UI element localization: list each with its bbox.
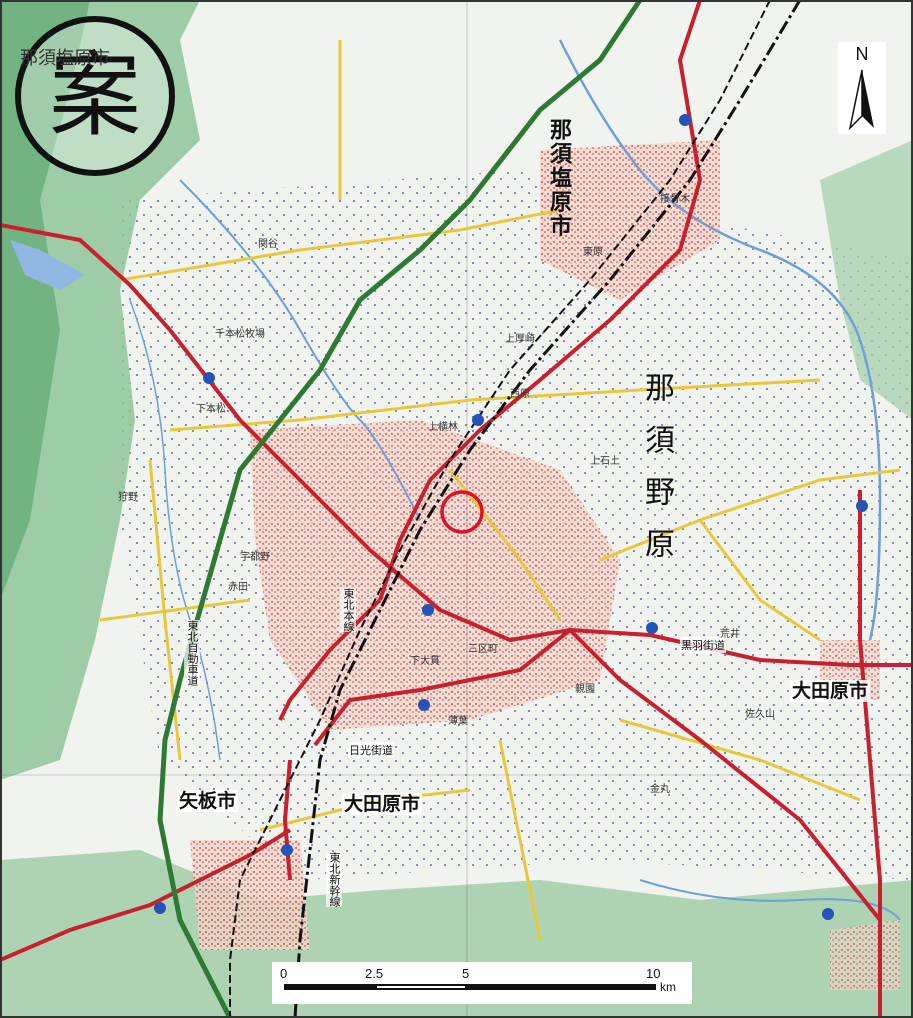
north-letter: N bbox=[855, 44, 869, 64]
draft-stamp-text: 案 bbox=[48, 42, 141, 149]
scale-bar-segment bbox=[377, 986, 465, 988]
place-label: 三区町 bbox=[468, 644, 498, 655]
shinkansen-line bbox=[293, 0, 802, 1018]
city-label-nasushiobara-corner: 那須塩原市 bbox=[20, 48, 110, 69]
prefectural-roads bbox=[99, 40, 901, 941]
place-label: 下本松 bbox=[196, 404, 226, 415]
road-label-kurobane-kaido: 黒羽街道 bbox=[680, 637, 726, 653]
place-label: 上横林 bbox=[428, 422, 458, 433]
expressway-line bbox=[157, 0, 643, 1018]
north-arrow-icon bbox=[848, 69, 874, 131]
urban-southeast bbox=[830, 920, 900, 990]
place-label: 宇都野 bbox=[240, 552, 270, 563]
eastern-hills bbox=[820, 140, 913, 420]
city-label-otawara-center: 大田原市 bbox=[342, 793, 423, 815]
western-mountains bbox=[0, 0, 200, 780]
place-label: 薄葉 bbox=[448, 716, 468, 727]
place-label: 佐久山 bbox=[745, 709, 775, 720]
scale-unit: km bbox=[660, 980, 676, 994]
place-label: 親園 bbox=[575, 684, 595, 695]
place-label: 狩野 bbox=[118, 492, 138, 503]
place-label: 上厚崎 bbox=[505, 334, 535, 345]
target-circle-icon[interactable] bbox=[440, 490, 484, 534]
tohoku-main-line bbox=[229, 0, 771, 1018]
scale-tick-5: 5 bbox=[462, 966, 470, 981]
place-label: 上石上 bbox=[590, 456, 620, 467]
place-label: 下大貫 bbox=[410, 656, 440, 667]
river-west bbox=[129, 299, 221, 761]
scale-bar: 0 2.5 5 10 km bbox=[272, 962, 692, 1004]
scale-tick-0: 0 bbox=[280, 966, 288, 981]
place-label: 関谷 bbox=[258, 239, 278, 250]
route-shields bbox=[154, 114, 868, 920]
place-label: 接骨木 bbox=[660, 194, 690, 205]
place-label: 千本松牧場 bbox=[215, 329, 265, 340]
road-label-tohoku-honsen: 東北本線 bbox=[340, 588, 356, 632]
city-label-yaita: 矢板市 bbox=[177, 790, 239, 812]
place-label: 荒井 bbox=[720, 629, 740, 640]
place-label: 東原 bbox=[583, 247, 603, 258]
scale-tick-10: 10 bbox=[646, 966, 661, 981]
urban-nishinasuno bbox=[250, 420, 620, 730]
place-label: 西原 bbox=[510, 389, 530, 400]
river-naka bbox=[558, 39, 882, 641]
scale-bar-line bbox=[284, 984, 656, 990]
draft-stamp: 案 bbox=[15, 16, 175, 176]
urban-nasushiobara bbox=[540, 140, 720, 300]
city-label-otawara-east: 大田原市 bbox=[790, 680, 871, 702]
western-ridge bbox=[0, 0, 90, 600]
road-label-tohoku-expressway: 東北自動車道 bbox=[184, 620, 200, 686]
scale-tick-2-5: 2.5 bbox=[365, 966, 384, 981]
river-houki bbox=[179, 179, 421, 521]
place-label: 金丸 bbox=[650, 784, 670, 795]
north-arrow: N bbox=[838, 42, 886, 134]
dam-lake bbox=[10, 240, 85, 290]
urban-yaita bbox=[190, 840, 310, 950]
district-label-nasunohara: 那須野原 bbox=[639, 372, 674, 580]
road-label-tohoku-shinkansen: 東北新幹線 bbox=[326, 852, 342, 907]
road-label-nikko-kaido: 日光街道 bbox=[348, 742, 394, 758]
place-label: 赤田 bbox=[228, 582, 248, 593]
city-label-nasushiobara: 那須塩原市 bbox=[546, 118, 571, 238]
